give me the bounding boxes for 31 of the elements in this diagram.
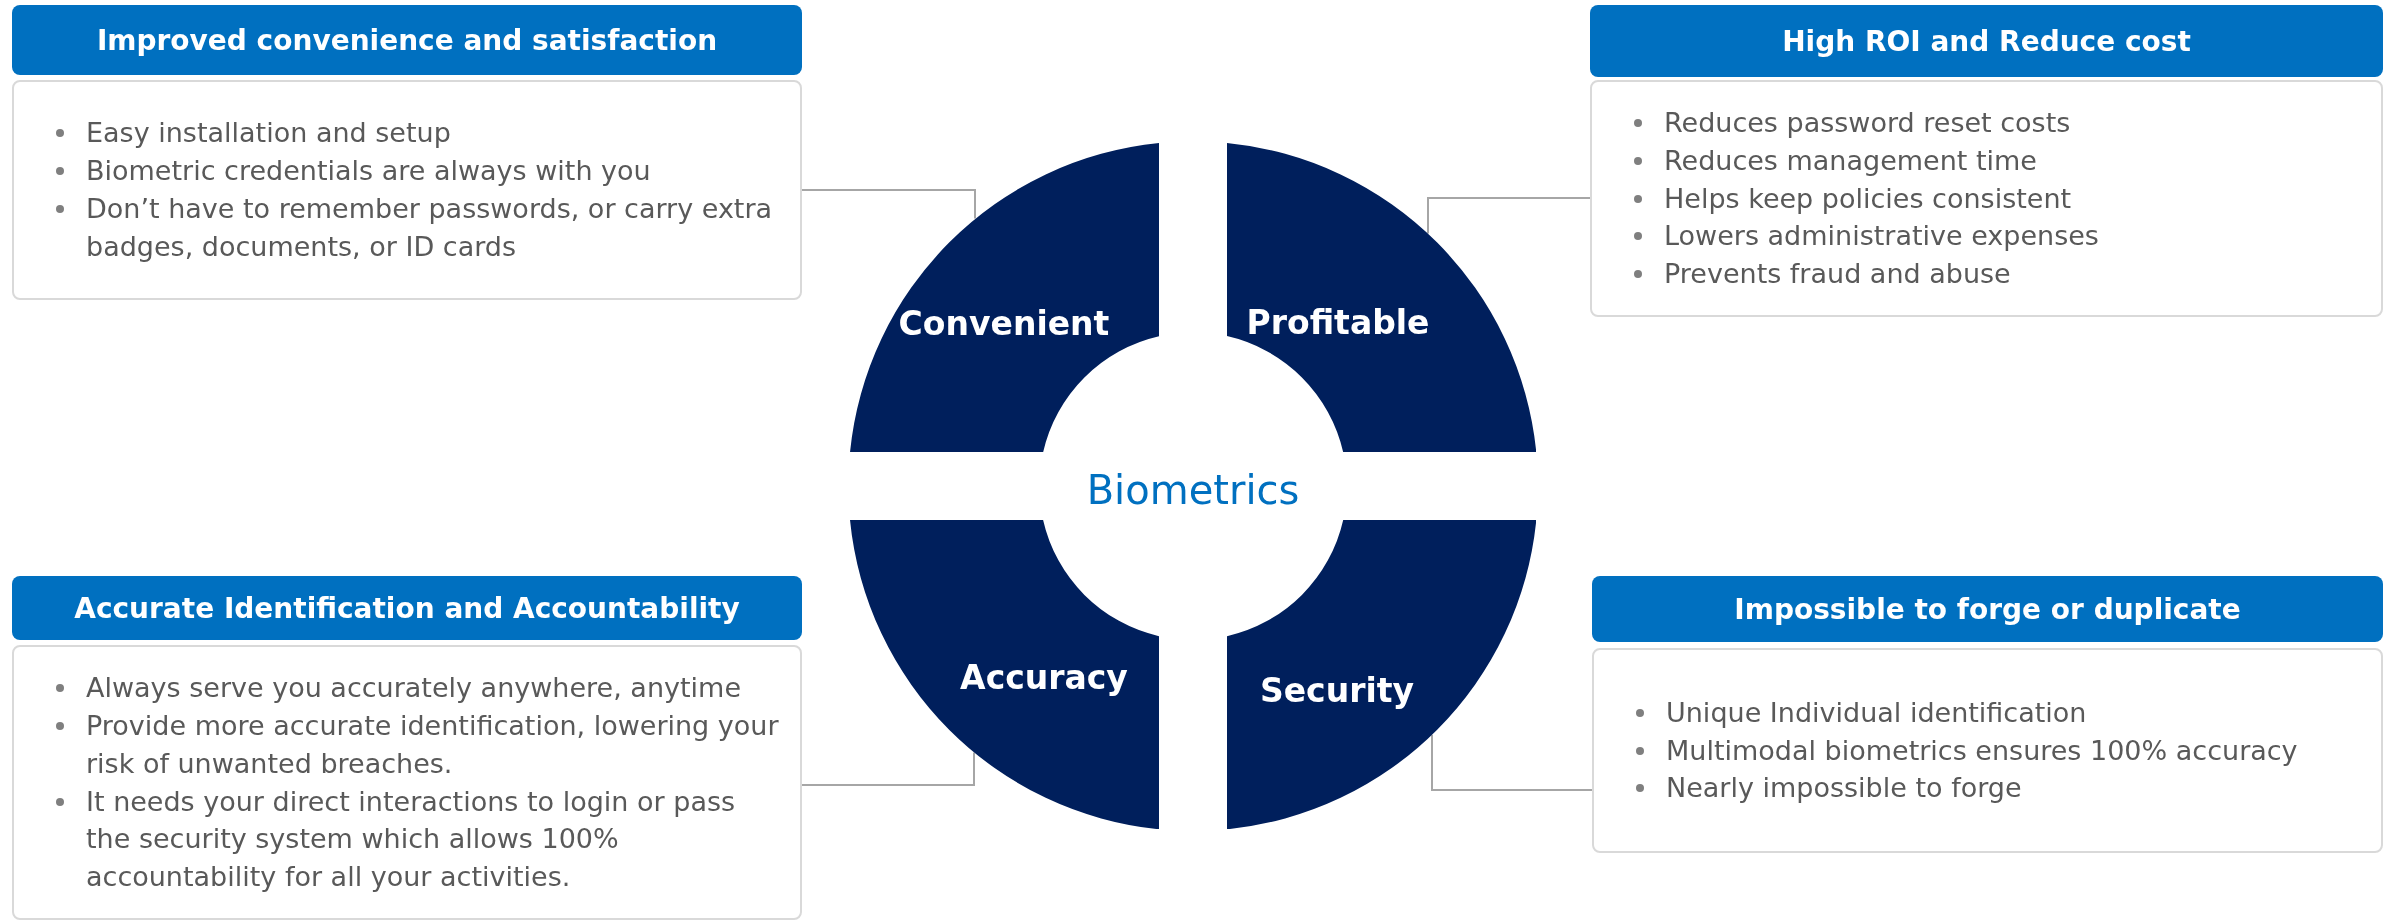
bullet-text: Reduces management time [1664,143,2038,178]
benefit-card [1592,648,2383,853]
quadrant-label: Profitable [1246,302,1430,342]
connector-line [801,751,975,786]
bullet-text: Multimodal biometrics ensures 100% accuracy [1666,733,2299,768]
bullet-text: It needs your direct interactions to login or pass the security system which allows 100% accountability for all your activities. [86,784,737,895]
bullet-text: Helps keep policies consistent [1664,181,2073,216]
benefit-card [1590,80,2383,317]
connector-line [1431,733,1593,791]
category-header: Impossible to forge or duplicate [1592,576,2383,642]
bullet-text: Biometric credentials are always with you [86,154,652,189]
benefit-card [12,645,802,920]
category-header: Improved convenience and satisfaction [12,5,802,75]
center-label: Biometrics [1086,467,1300,513]
quadrant-label: Accuracy [960,657,1128,697]
quadrant-label: Convenient [898,303,1110,343]
bullet-text: Nearly impossible to forge [1666,771,2023,806]
bullet-text: Provide more accurate identification, lowering your risk of unwanted breaches. [86,708,780,781]
connector-line [801,189,976,220]
bullet-text: Unique Individual identification [1666,695,2088,730]
bullet-text: Don’t have to remember passwords, or carry extra badges, documents, or ID cards [86,192,774,264]
category-header: High ROI and Reduce cost [1590,5,2383,77]
benefit-card [12,80,802,300]
bullet-text: Lowers administrative expenses [1664,219,2100,254]
category-header: Accurate Identification and Accountability [12,576,802,640]
bullet-text: Reduces password reset costs [1664,106,2072,140]
quadrant-label: Security [1259,670,1415,710]
bullet-text: Always serve you accurately anywhere, anytime [86,671,742,706]
connector-line [1427,197,1591,235]
bullet-text: Prevents fraud and abuse [1664,257,2012,292]
bullet-text: Easy installation and setup [86,116,452,151]
